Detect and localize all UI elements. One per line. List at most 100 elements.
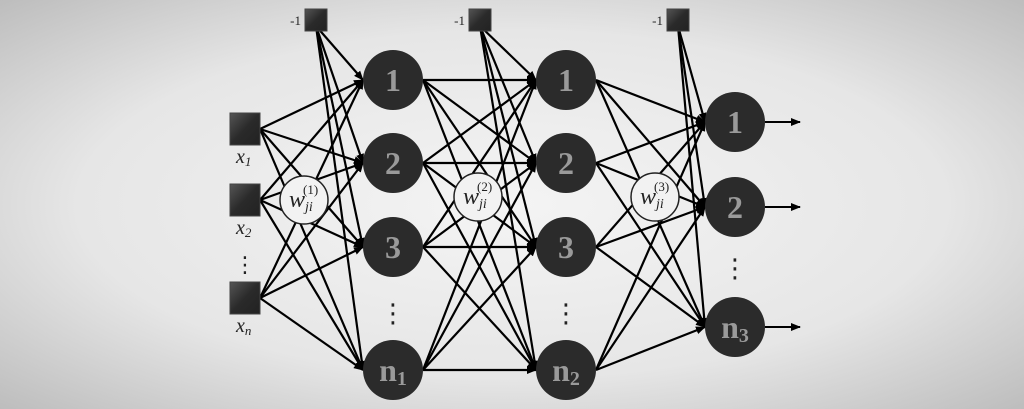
weight-edge <box>595 206 706 371</box>
neuron <box>705 297 765 357</box>
bias-edge <box>676 25 709 328</box>
label-part: (1) <box>303 182 318 197</box>
weight-edge <box>259 79 364 201</box>
weight-edge <box>421 79 538 371</box>
weight-edge <box>259 79 364 130</box>
neuron-label: 1 <box>385 62 401 98</box>
weight-circle <box>453 172 503 222</box>
label-part: w <box>640 184 656 210</box>
label-part: 1 <box>727 104 743 140</box>
ellipsis: ⋮ <box>553 299 579 329</box>
weight-edge <box>259 199 364 371</box>
label-part: 1 <box>558 62 574 98</box>
label-part: 2 <box>570 368 580 390</box>
weight-edge <box>595 79 706 208</box>
weight-edge <box>422 246 537 371</box>
bias-edge <box>315 25 364 81</box>
neuron-label: 2 <box>385 145 401 181</box>
weight-edge <box>595 325 706 372</box>
label-part: 1 <box>385 62 401 98</box>
label-part: n <box>379 352 397 388</box>
neuron <box>705 177 765 237</box>
weight-edge <box>595 205 706 249</box>
input-label: xn <box>235 315 251 338</box>
neuron <box>705 92 765 152</box>
neuron <box>536 133 596 193</box>
label-part: 2 <box>385 145 401 181</box>
label-part: 3 <box>558 229 574 265</box>
neuron <box>536 340 596 400</box>
bias-node <box>304 8 328 32</box>
label-part: (3) <box>654 179 669 194</box>
label-part: ji <box>303 200 313 215</box>
input-ellipsis: ⋮ <box>234 253 256 278</box>
neuron-label: n2 <box>552 352 580 390</box>
weight-edge <box>595 246 706 328</box>
label-part: 1 <box>245 154 252 169</box>
bias-edge <box>314 25 366 248</box>
label-part: x <box>235 146 245 168</box>
label-part: ji <box>477 197 487 212</box>
weight-edge <box>422 162 537 371</box>
bias-node <box>468 8 492 32</box>
bias-label: -1 <box>290 13 301 28</box>
ellipsis: ⋮ <box>380 299 406 329</box>
label-part: n <box>245 323 252 338</box>
label-part: 3 <box>739 325 749 347</box>
label-part: w <box>289 187 305 213</box>
weight-edge <box>422 79 537 248</box>
label-part: 2 <box>245 225 252 240</box>
input-node <box>229 112 261 146</box>
label-part: n <box>721 309 739 345</box>
input-label: x2 <box>235 217 252 240</box>
input-node <box>229 281 261 315</box>
bias-edge <box>479 25 537 81</box>
neuron <box>363 50 423 110</box>
neuron-label: 1 <box>727 104 743 140</box>
weight-label: wji (2) <box>463 179 492 212</box>
label-part: 3 <box>385 229 401 265</box>
ellipsis: ⋮ <box>722 254 748 284</box>
bias-edge <box>478 25 539 371</box>
input-node <box>229 183 261 217</box>
bias-node <box>666 8 690 32</box>
label-part: x <box>235 217 245 239</box>
neuron <box>363 340 423 400</box>
label-part: ji <box>654 197 664 212</box>
neuron-label: n3 <box>721 309 749 347</box>
bias-edge <box>314 25 365 164</box>
neuron <box>363 217 423 277</box>
neuron-label: 3 <box>385 229 401 265</box>
weight-edge <box>422 79 537 164</box>
weight-edge <box>259 162 364 299</box>
input-label: x1 <box>235 146 251 169</box>
neuron-label: n1 <box>379 352 407 390</box>
weight-edge <box>258 128 365 371</box>
neuron-label: 2 <box>558 145 574 181</box>
weight-label: wji (3) <box>640 179 669 212</box>
neuron <box>536 217 596 277</box>
neuron-label: 1 <box>558 62 574 98</box>
bias-edge <box>478 25 538 164</box>
bias-edge <box>676 25 708 208</box>
bias-label: -1 <box>454 13 465 28</box>
bias-label: -1 <box>652 13 663 28</box>
label-part: 2 <box>558 145 574 181</box>
weight-edge <box>259 127 364 165</box>
label-part: w <box>463 184 479 210</box>
label-part: (2) <box>477 179 492 194</box>
label-part: 1 <box>397 368 407 390</box>
bias-edge <box>314 25 366 371</box>
neuron <box>536 50 596 110</box>
neuron-label: 2 <box>727 189 743 225</box>
weight-circle <box>630 172 680 222</box>
neuron <box>363 133 423 193</box>
label-part: x <box>235 315 245 337</box>
weight-circle <box>279 175 329 225</box>
label-part: 2 <box>727 189 743 225</box>
weight-edge <box>259 246 364 299</box>
weight-edge <box>259 297 364 371</box>
label-part: n <box>552 352 570 388</box>
